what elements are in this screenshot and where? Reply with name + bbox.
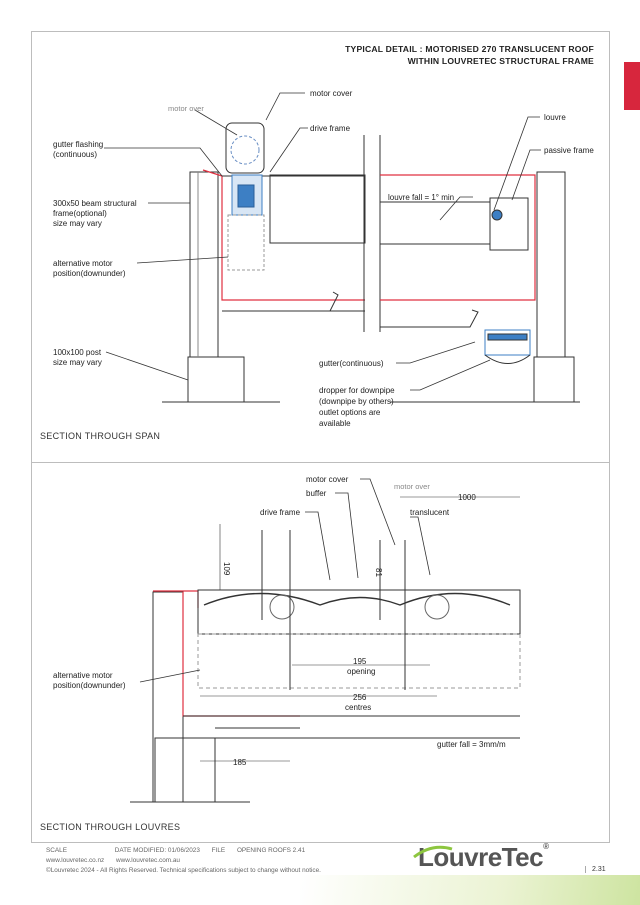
span-leaders: [104, 92, 541, 391]
dim-256: 256: [353, 693, 367, 702]
louvre-drawing: [130, 496, 521, 803]
heading-section-louvres: SECTION THROUGH LOUVRES: [40, 822, 180, 832]
title-line-2: WITHIN LOUVRETEC STRUCTURAL FRAME: [407, 56, 594, 66]
label-buffer: buffer: [306, 489, 327, 498]
label-alt-motor-1: alternative motor: [53, 259, 113, 268]
label-gutter: gutter(continuous): [319, 359, 384, 368]
label-louvre: louvre: [544, 113, 566, 122]
span-labels: motor over motor cover drive frame gutte…: [40, 89, 594, 441]
label-gutter-flashing-1: gutter flashing: [53, 140, 103, 149]
logo-swoosh-icon: [413, 845, 453, 859]
label-louvre-motor-cover: motor cover: [306, 475, 349, 484]
label-louvre-alt-motor-1: alternative motor: [53, 671, 113, 680]
label-louvre-motor-over: motor over: [394, 482, 430, 491]
label-louvre-drive-frame: drive frame: [260, 508, 301, 517]
label-dropper-4: available: [319, 419, 351, 428]
label-beam-3: size may vary: [53, 219, 102, 228]
dim-185: 185: [233, 758, 247, 767]
footer-web-nz[interactable]: www.louvretec.co.nz: [46, 857, 105, 864]
louvre-labels: motor cover buffer motor over drive fram…: [40, 475, 506, 832]
title-line-1: TYPICAL DETAIL : MOTORISED 270 TRANSLUCE…: [345, 44, 594, 54]
decorative-gradient: [300, 875, 640, 905]
label-post-1: 100x100 post: [53, 348, 102, 357]
label-opening: opening: [347, 667, 375, 676]
label-centres: centres: [345, 703, 371, 712]
label-beam-2: frame(optional): [53, 209, 107, 218]
dim-109: 109: [222, 562, 231, 576]
section-divider: [31, 462, 610, 463]
footer: SCALE DATE MODIFIED: 01/06/2023 FILE OPE…: [46, 846, 321, 876]
footer-scale: SCALE: [46, 847, 67, 854]
footer-web-au[interactable]: www.louvretec.com.au: [116, 857, 180, 864]
heading-section-span: SECTION THROUGH SPAN: [40, 431, 160, 441]
label-translucent: translucent: [410, 508, 450, 517]
label-motor-cover: motor cover: [310, 89, 353, 98]
dim-81: 81: [374, 568, 383, 577]
label-beam-1: 300x50 beam structural: [53, 199, 137, 208]
louvre-leaders: [139, 478, 431, 683]
label-alt-motor-2: position(downunder): [53, 269, 126, 278]
label-dropper-1: dropper for downpipe: [319, 386, 395, 395]
footer-date: DATE MODIFIED: 01/06/2023: [114, 847, 200, 854]
label-dropper-2: (downpipe by others): [319, 397, 394, 406]
page-number: 2.31: [585, 866, 606, 873]
footer-file-label: FILE: [211, 847, 226, 854]
label-gutter-flashing-2: (continuous): [53, 150, 97, 159]
label-dropper-3: outlet options are: [319, 408, 381, 417]
label-passive-frame: passive frame: [544, 146, 594, 155]
label-louvre-alt-motor-2: position(downunder): [53, 681, 126, 690]
label-drive-frame: drive frame: [310, 124, 351, 133]
footer-file: OPENING ROOFS 2.41: [236, 847, 306, 854]
page-border: [31, 31, 610, 843]
label-louvre-fall: louvre fall = 1° min: [388, 193, 454, 202]
span-drawing: [162, 122, 580, 403]
label-post-2: size may vary: [53, 358, 102, 367]
footer-copyright: ©Louvretec 2024 - All Rights Reserved. T…: [46, 867, 321, 874]
dim-195: 195: [353, 657, 367, 666]
label-motor-over: motor over: [168, 104, 204, 113]
label-gutter-fall: gutter fall = 3mm/m: [437, 740, 506, 749]
dim-1000: 1000: [458, 493, 476, 502]
chapter-tab: [624, 62, 640, 110]
page-title: TYPICAL DETAIL : MOTORISED 270 TRANSLUCE…: [345, 43, 594, 67]
